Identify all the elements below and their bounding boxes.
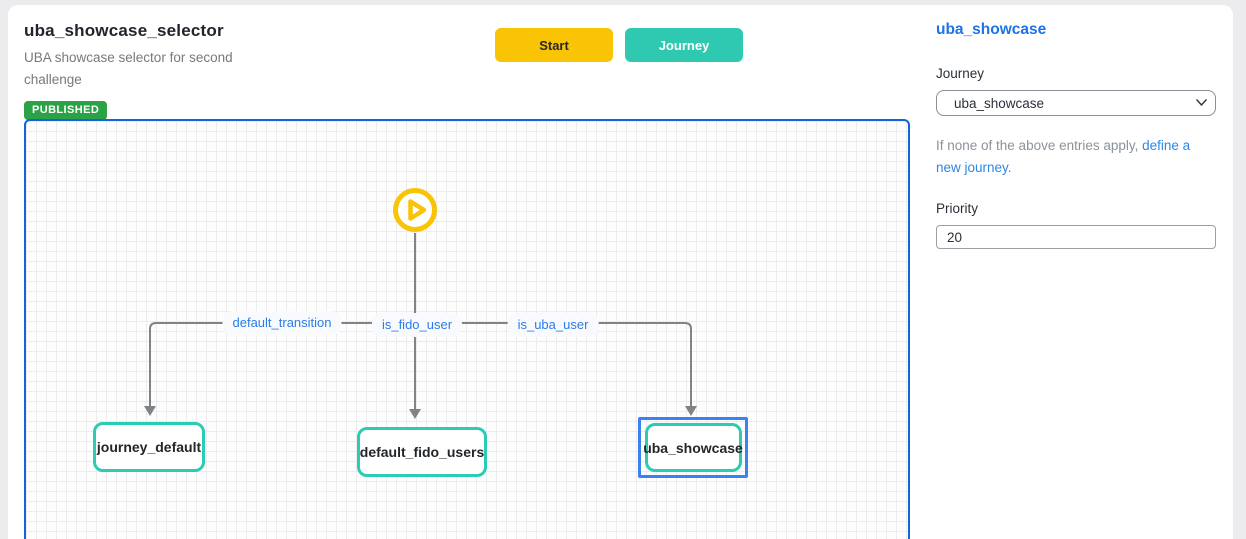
toolbar: Start Journey xyxy=(495,28,743,62)
properties-panel: uba_showcase Journey uba_showcase If non… xyxy=(936,21,1218,250)
node-journey-default[interactable]: journey_default xyxy=(93,422,205,472)
arrowhead-middle xyxy=(409,409,421,419)
start-button[interactable]: Start xyxy=(495,28,613,62)
priority-input[interactable] xyxy=(936,225,1216,250)
journey-select[interactable]: uba_showcase xyxy=(936,90,1216,116)
chevron-down-icon xyxy=(1196,99,1207,106)
edge-label-default-transition[interactable]: default_transition xyxy=(222,311,342,335)
edge-label-is-fido-user[interactable]: is_fido_user xyxy=(371,313,463,337)
node-uba-showcase[interactable]: uba_showcase xyxy=(643,423,743,472)
flow-header: uba_showcase_selector UBA showcase selec… xyxy=(24,21,264,120)
node-selection-box[interactable]: uba_showcase xyxy=(638,417,748,478)
status-badge: PUBLISHED xyxy=(24,100,108,120)
journey-hint: If none of the above entries apply, defi… xyxy=(936,135,1218,178)
edge-label-is-uba-user[interactable]: is_uba_user xyxy=(507,313,599,337)
panel-title: uba_showcase xyxy=(936,21,1047,38)
journey-select-value: uba_showcase xyxy=(954,95,1045,111)
journey-button[interactable]: Journey xyxy=(625,28,743,62)
priority-field-label: Priority xyxy=(936,201,979,217)
play-icon xyxy=(393,188,437,232)
arrowhead-left xyxy=(144,406,156,416)
page-subtitle: UBA showcase selector for second challen… xyxy=(24,50,233,88)
define-new-journey-link[interactable]: define a new journey. xyxy=(936,138,1191,175)
page-card: uba_showcase_selector UBA showcase selec… xyxy=(8,5,1233,539)
arrowhead-right xyxy=(685,406,697,416)
flow-canvas[interactable]: default_transition is_fido_user is_uba_u… xyxy=(24,119,910,539)
node-default-fido-users[interactable]: default_fido_users xyxy=(357,427,487,477)
journey-field-label: Journey xyxy=(936,66,985,81)
page-title: uba_showcase_selector xyxy=(24,21,224,40)
hint-text: If none of the above entries apply, xyxy=(936,138,1143,153)
start-node[interactable] xyxy=(392,187,438,233)
